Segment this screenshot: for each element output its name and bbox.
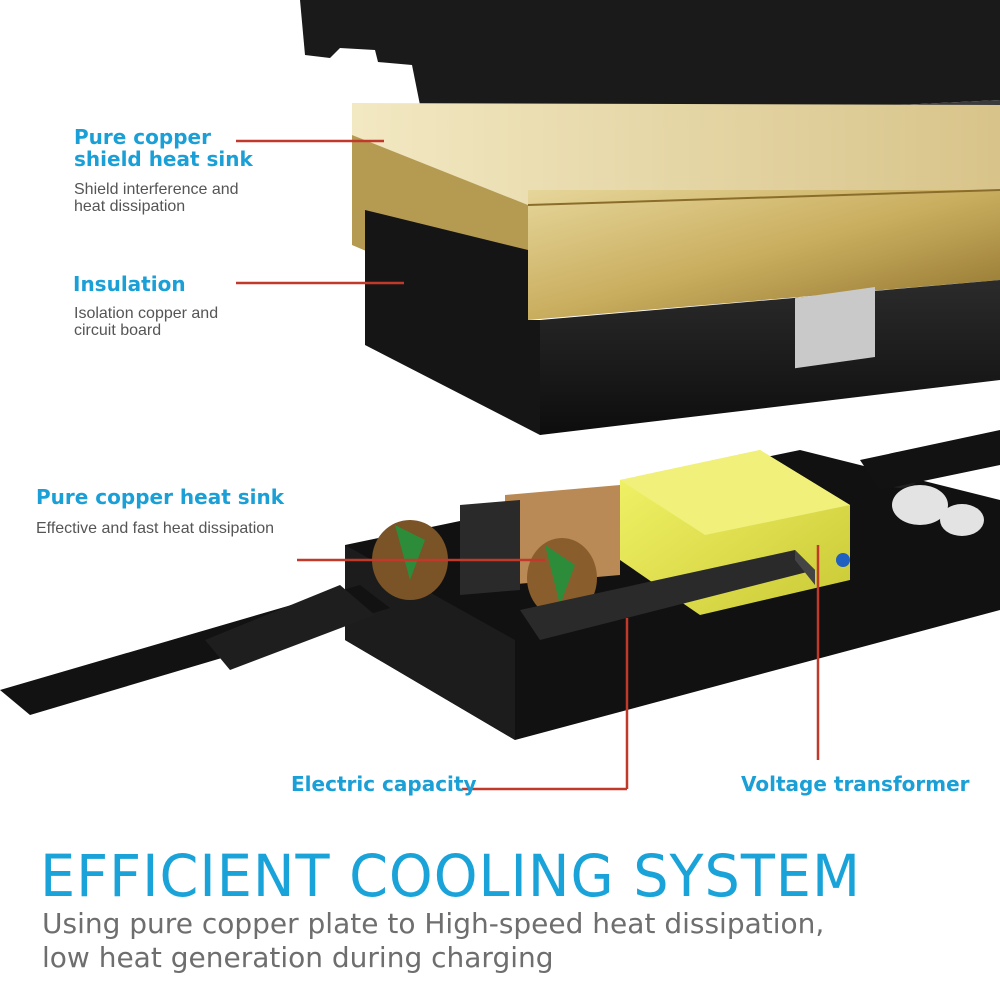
shield-title: Pure copper shield heat sink — [74, 125, 253, 171]
headline: EFFICIENT COOLING SYSTEM — [40, 842, 861, 910]
shield-desc: Shield interference and heat dissipation — [74, 181, 239, 215]
insulation-title: Insulation — [73, 272, 186, 296]
power-cable — [0, 430, 1000, 715]
transformer-title: Voltage transformer — [741, 772, 970, 796]
capacity-title: Electric capacity — [291, 772, 477, 796]
subline-1: Using pure copper plate to High-speed he… — [42, 907, 825, 940]
pointer-lines — [236, 139, 820, 791]
subline-2: low heat generation during charging — [42, 941, 554, 974]
circuit-board — [345, 287, 1000, 740]
insulation-desc: Isolation copper and circuit board — [74, 305, 219, 339]
heat-sink-desc: Effective and fast heat dissipation — [36, 520, 275, 537]
heat-sink-title: Pure copper heat sink — [36, 485, 285, 509]
insulation-sheet — [365, 210, 1000, 435]
